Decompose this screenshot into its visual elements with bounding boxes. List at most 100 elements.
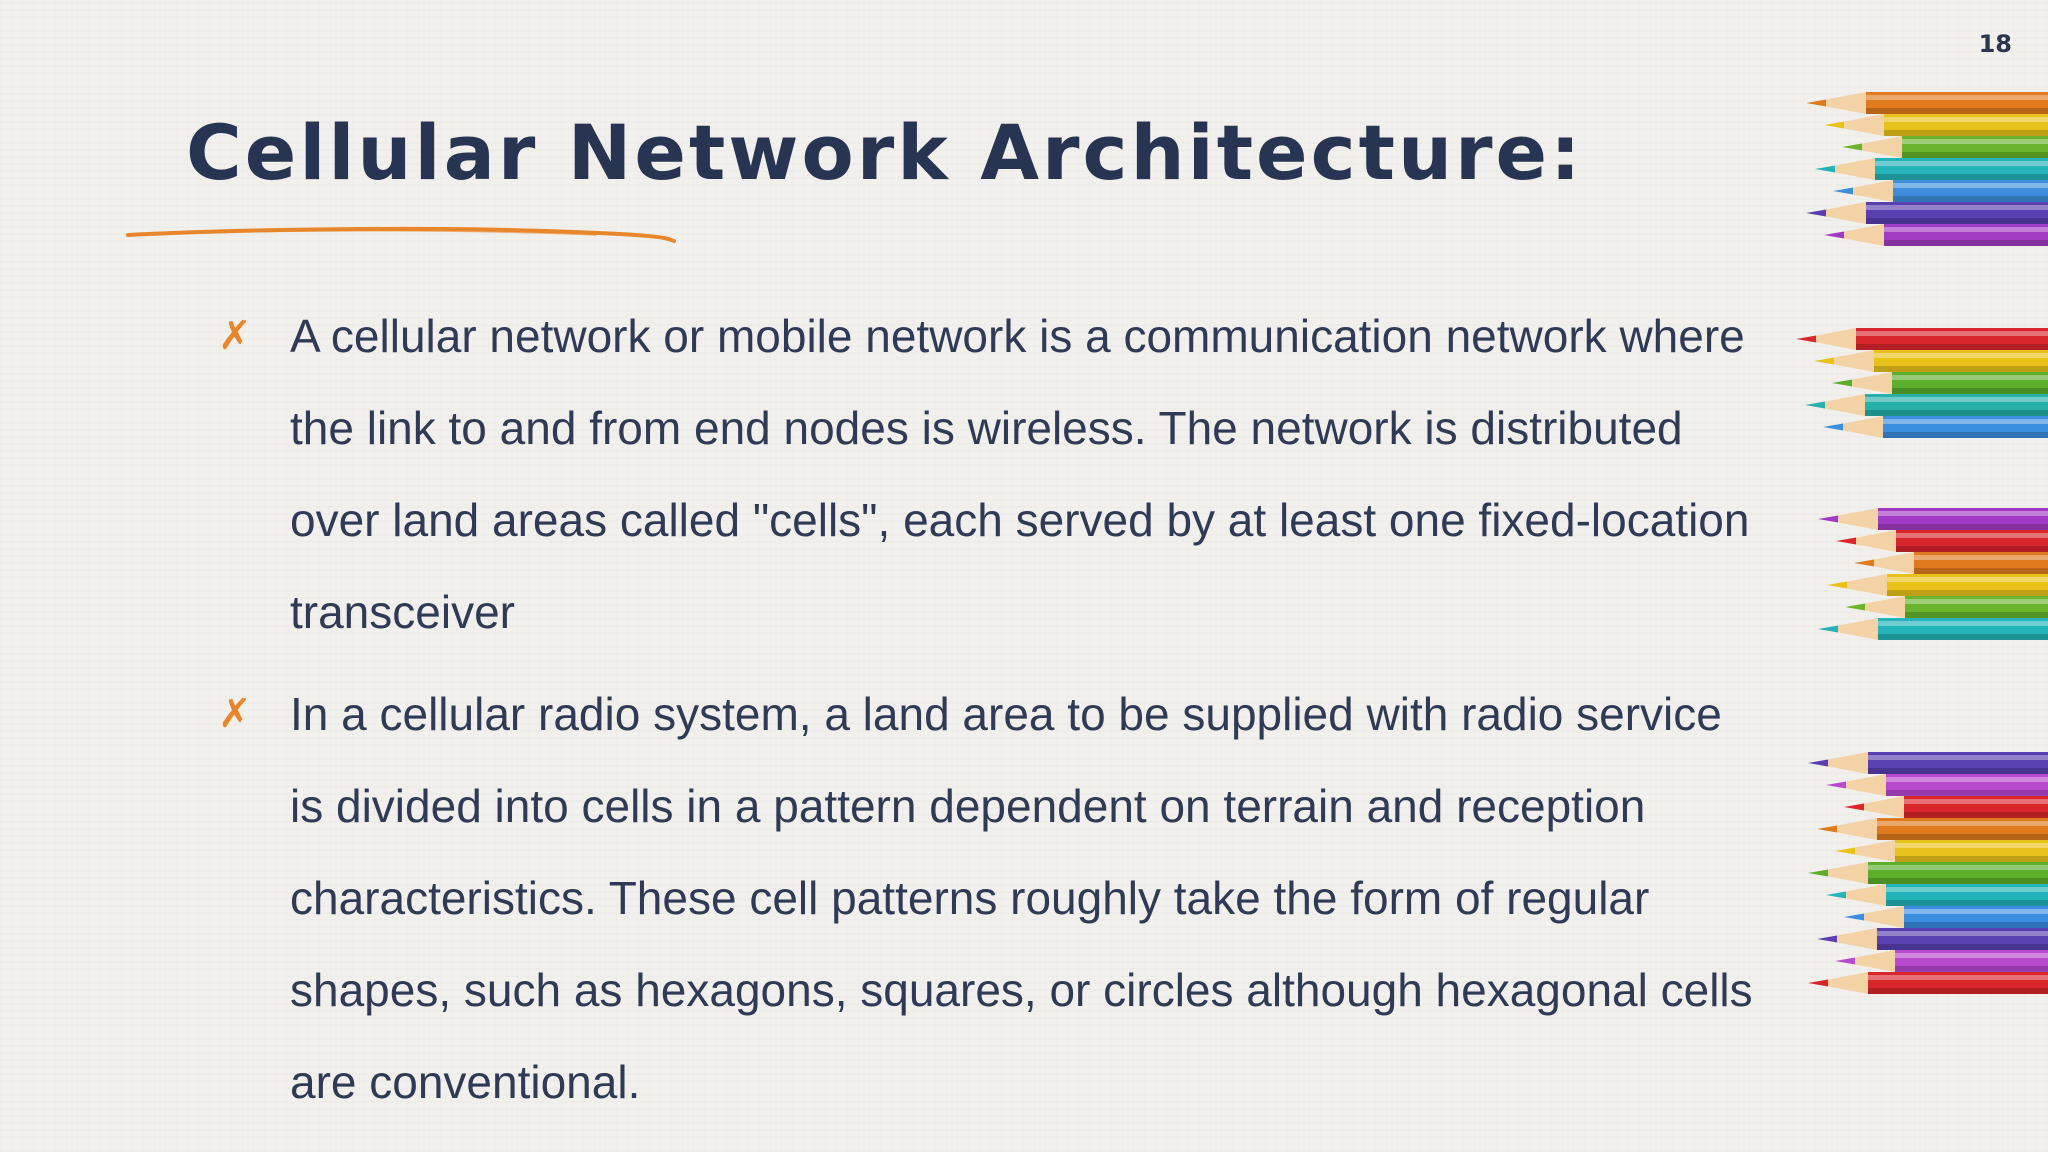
pencil-wood: [1819, 928, 1877, 950]
pencil-tip: [1815, 165, 1835, 173]
pencil-shadow: [1865, 410, 2048, 416]
pencil-shadow: [1856, 344, 2048, 350]
pencil: [1818, 508, 2048, 530]
pencil-tip: [1805, 401, 1825, 409]
pencil-shadow: [1877, 834, 2048, 840]
pencil-wood: [1834, 372, 1892, 394]
pencil-tip: [1808, 869, 1828, 877]
pencil-wood: [1837, 840, 1895, 862]
pencil-highlight: [1902, 139, 2048, 144]
pencil-tip: [1817, 825, 1837, 833]
pencil: [1817, 818, 2048, 840]
pencil-shadow: [1886, 790, 2048, 796]
pencil-shadow: [1868, 988, 2048, 994]
pencil: [1808, 752, 2048, 774]
pencil: [1814, 350, 2048, 372]
pencil-body: [1866, 202, 2048, 224]
pencil-wood: [1820, 618, 1878, 640]
pencil-tip: [1842, 143, 1862, 151]
pencil-highlight: [1878, 621, 2048, 626]
pencil-body: [1904, 796, 2048, 818]
pencil-wood: [1826, 224, 1884, 246]
pencil-highlight: [1868, 865, 2048, 870]
pencil: [1824, 114, 2048, 136]
pencil-highlight: [1905, 599, 2048, 604]
pencil-highlight: [1887, 577, 2048, 582]
pencil-body: [1865, 394, 2048, 416]
pencil-shadow: [1874, 366, 2048, 372]
bullet-x-icon: ✗: [218, 313, 252, 359]
pencil-wood: [1846, 906, 1904, 928]
pencil-shadow: [1895, 856, 2048, 862]
pencil-highlight: [1914, 555, 2048, 560]
pencil-wood: [1807, 394, 1865, 416]
pencil-body: [1892, 372, 2048, 394]
pencil: [1818, 618, 2048, 640]
pencil-shadow: [1904, 812, 2048, 818]
pencil-tip: [1844, 803, 1864, 811]
pencil-highlight: [1904, 799, 2048, 804]
pencil-wood: [1835, 180, 1893, 202]
pencil: [1842, 136, 2048, 158]
page-number: 18: [1978, 30, 2012, 58]
pencil-tip: [1827, 581, 1847, 589]
pencil-highlight: [1892, 375, 2048, 380]
pencil-highlight: [1886, 887, 2048, 892]
pencil-highlight: [1886, 777, 2048, 782]
bullet-x-icon: ✗: [218, 691, 252, 737]
pencil-wood: [1819, 818, 1877, 840]
pencil-body: [1895, 950, 2048, 972]
pencil-shadow: [1878, 634, 2048, 640]
pencil-wood: [1816, 350, 1874, 372]
pencil-tip: [1808, 979, 1828, 987]
pencil-shadow: [1887, 590, 2048, 596]
pencil-tip: [1824, 231, 1844, 239]
pencil: [1854, 552, 2048, 574]
pencil-wood: [1828, 884, 1886, 906]
pencil-body: [1875, 158, 2048, 180]
pencil-tip: [1845, 603, 1865, 611]
pencil-shadow: [1875, 174, 2048, 180]
pencil: [1808, 862, 2048, 884]
pencil: [1832, 372, 2048, 394]
pencil-wood: [1817, 158, 1875, 180]
pencil-highlight: [1893, 183, 2048, 188]
pencil: [1835, 840, 2048, 862]
pencil-wood: [1808, 202, 1866, 224]
pencil: [1808, 972, 2048, 994]
title-underline: [126, 226, 676, 243]
bullet-list: ✗ A cellular network or mobile network i…: [214, 290, 1754, 1138]
pencil-wood: [1820, 508, 1878, 530]
pencil-highlight: [1895, 843, 2048, 848]
pencil-highlight: [1868, 975, 2048, 980]
bullet-text: A cellular network or mobile network is …: [290, 310, 1750, 638]
pencil-wood: [1856, 552, 1914, 574]
pencil-body: [1902, 136, 2048, 158]
pencil-highlight: [1866, 205, 2048, 210]
pencil: [1845, 596, 2048, 618]
bullet-item: ✗ A cellular network or mobile network i…: [214, 290, 1754, 658]
pencil-wood: [1810, 862, 1868, 884]
pencil-body: [1886, 884, 2048, 906]
pencil-highlight: [1856, 331, 2048, 336]
pencil-shadow: [1896, 546, 2048, 552]
pencil-tip: [1835, 847, 1855, 855]
pencil-body: [1878, 618, 2048, 640]
pencil-wood: [1826, 114, 1884, 136]
pencil-wood: [1837, 950, 1895, 972]
pencil-body: [1904, 906, 2048, 928]
pencil-shadow: [1904, 922, 2048, 928]
pencil: [1826, 774, 2048, 796]
pencil-wood: [1810, 752, 1868, 774]
pencil-shadow: [1868, 878, 2048, 884]
pencil-body: [1868, 862, 2048, 884]
pencil-tip: [1836, 537, 1856, 545]
pencil-highlight: [1895, 953, 2048, 958]
pencil-highlight: [1875, 161, 2048, 166]
pencil: [1823, 416, 2048, 438]
pencil-shadow: [1914, 568, 2048, 574]
pencil-wood: [1838, 530, 1896, 552]
pencil-tip: [1806, 209, 1826, 217]
pencil-shadow: [1878, 524, 2048, 530]
